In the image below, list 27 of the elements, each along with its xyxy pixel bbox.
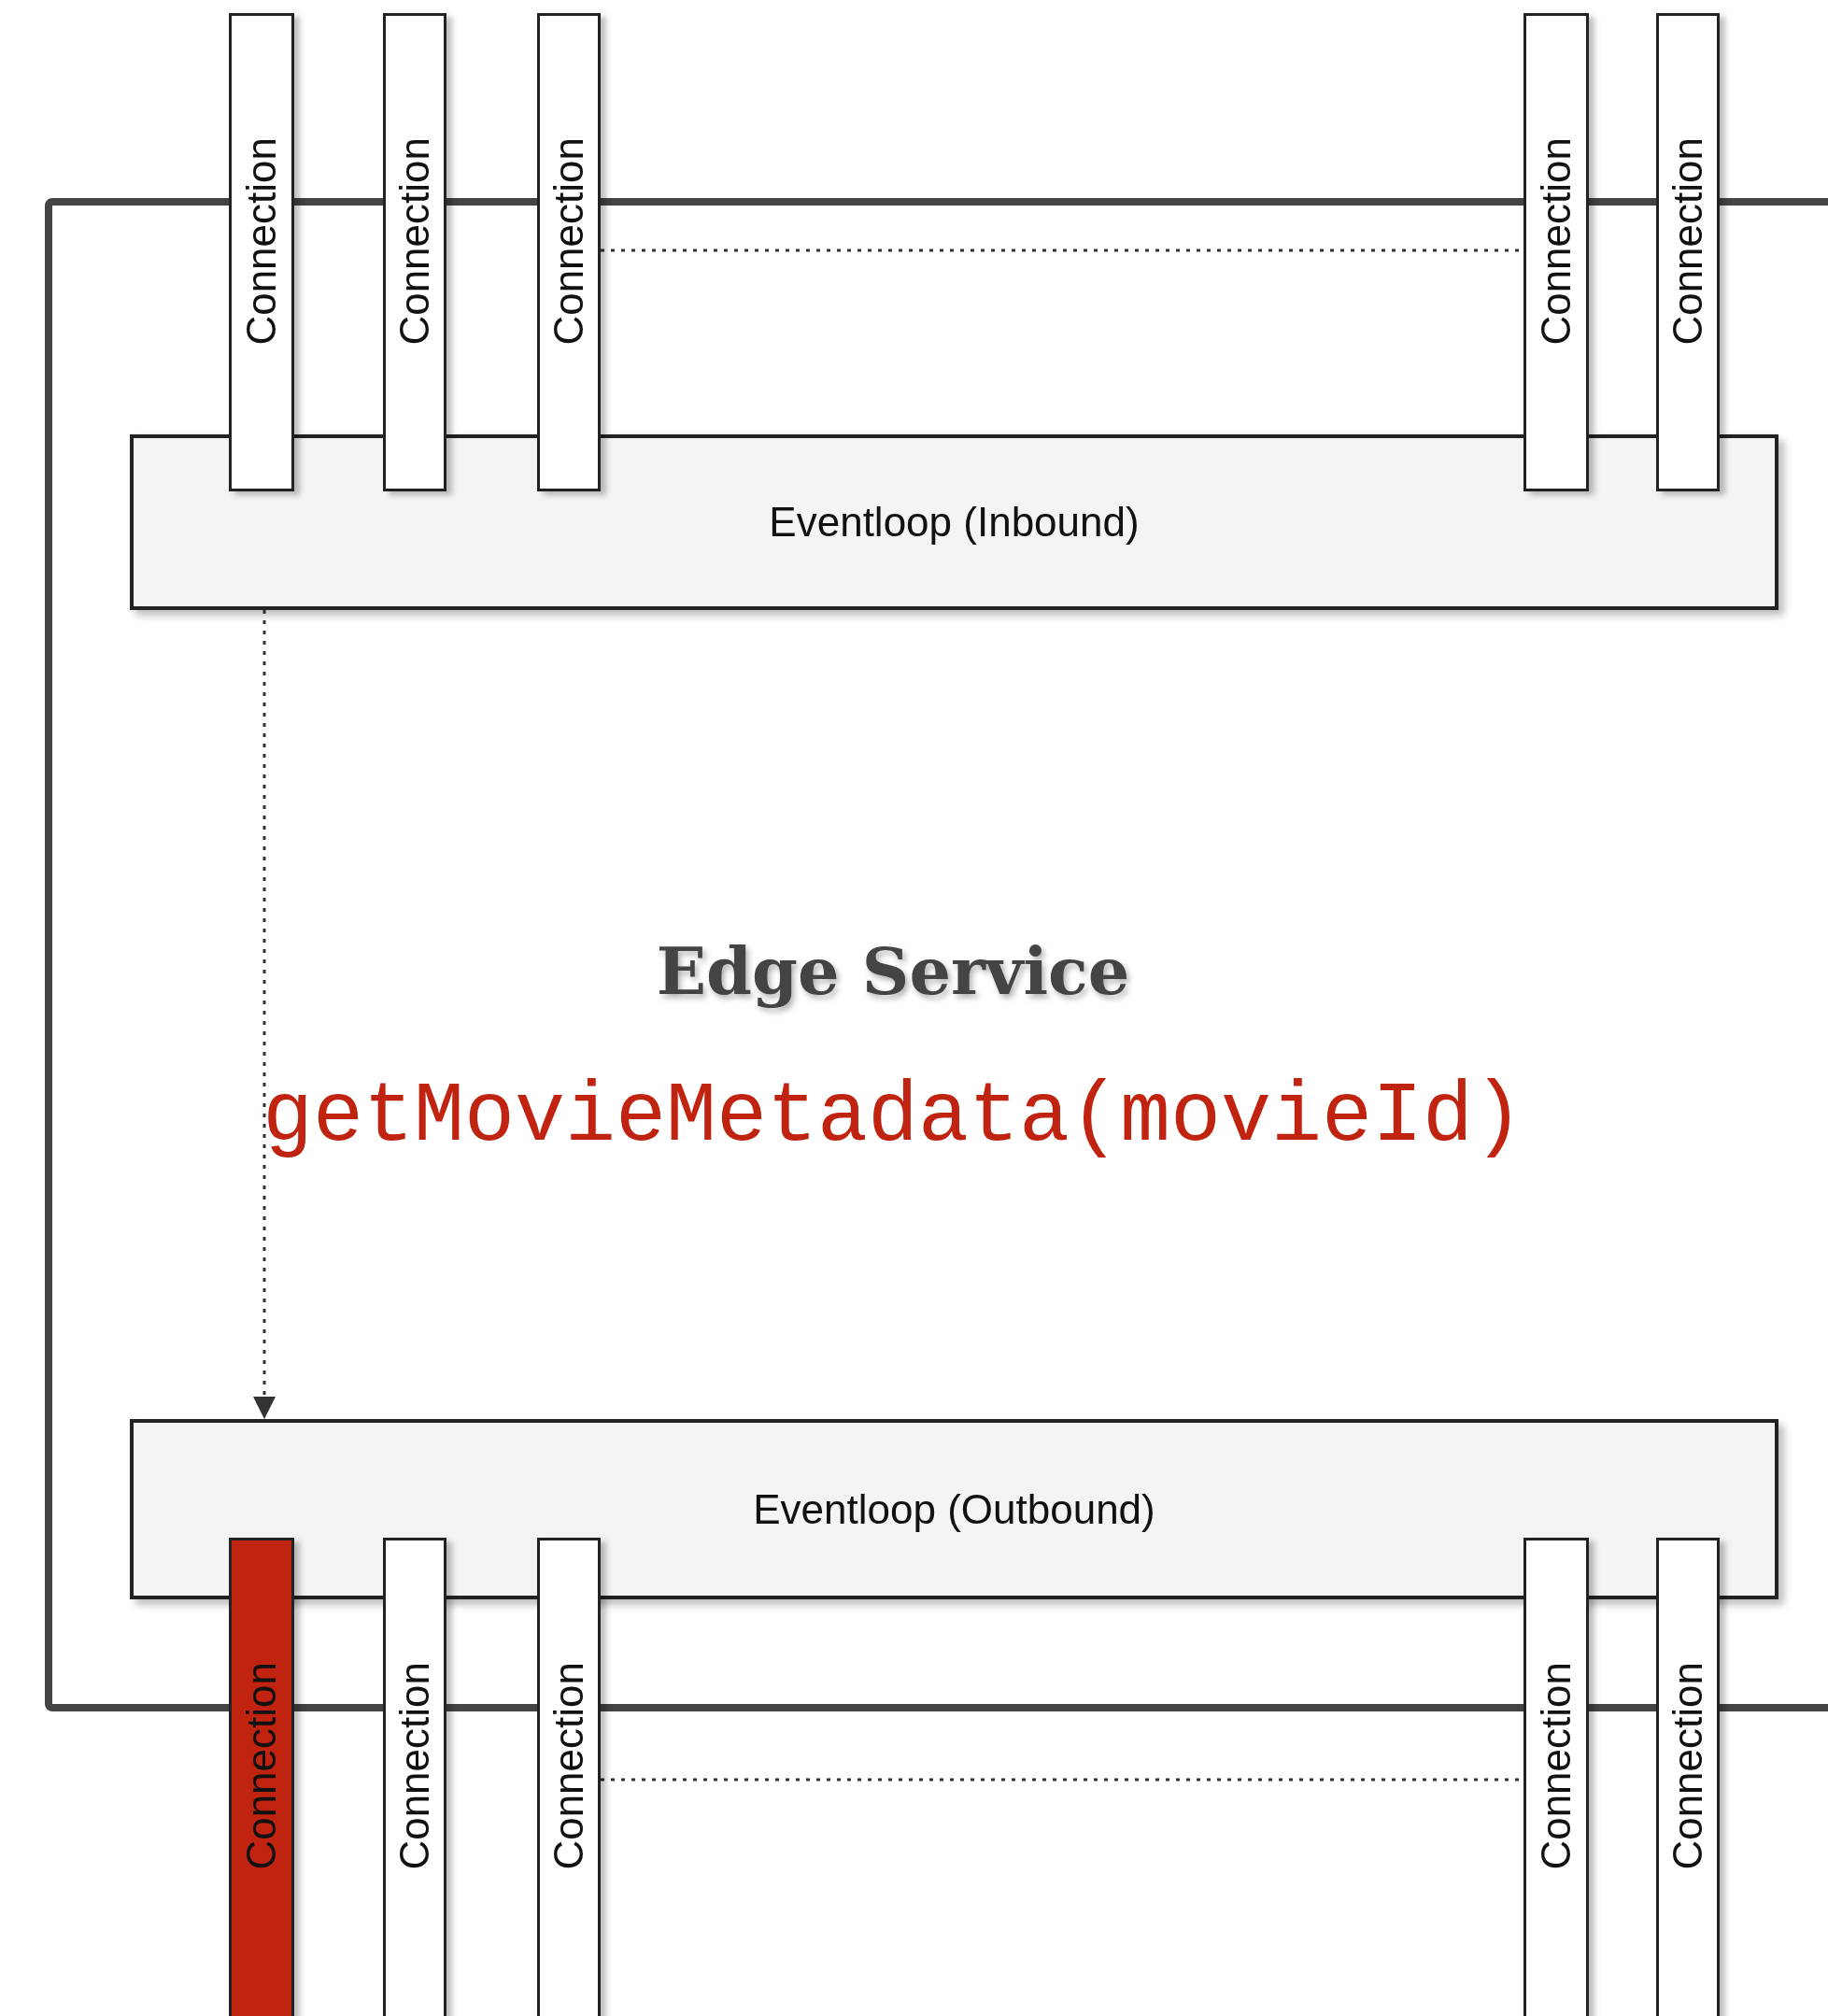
connection-bar xyxy=(383,13,446,491)
method-call: getMovieMetadata(movieId) xyxy=(261,1070,1525,1165)
connection-bar xyxy=(1523,1538,1589,2016)
connection-label: Connection xyxy=(1665,137,1711,346)
connection-bar xyxy=(229,13,294,491)
connection-label: Connection xyxy=(1665,1662,1711,1870)
connection-label: Connection xyxy=(391,137,438,346)
eventloop-box xyxy=(130,1419,1778,1599)
eventloop-label: Eventloop (Outbound) xyxy=(753,1485,1155,1533)
connection-label: Connection xyxy=(1533,137,1580,346)
connection-bar xyxy=(383,1538,446,2016)
arrow xyxy=(253,610,276,1419)
eventloop-box xyxy=(130,434,1778,610)
connection-label: Connection xyxy=(391,1662,438,1870)
connection-bar xyxy=(537,1538,601,2016)
connection-bar xyxy=(1656,13,1720,491)
connection-bar xyxy=(1523,13,1589,491)
service-title: Edge Service xyxy=(655,932,1131,1010)
connection-bar xyxy=(537,13,601,491)
connection-label: Connection xyxy=(1533,1662,1580,1870)
connection-label: Connection xyxy=(546,1662,592,1870)
connection-label: Connection xyxy=(238,1662,285,1870)
eventloop-label: Eventloop (Inbound) xyxy=(769,499,1140,546)
connection-bar xyxy=(1656,1538,1720,2016)
connection-bar xyxy=(229,1538,294,2016)
connection-label: Connection xyxy=(238,137,285,346)
connection-label: Connection xyxy=(546,137,592,346)
